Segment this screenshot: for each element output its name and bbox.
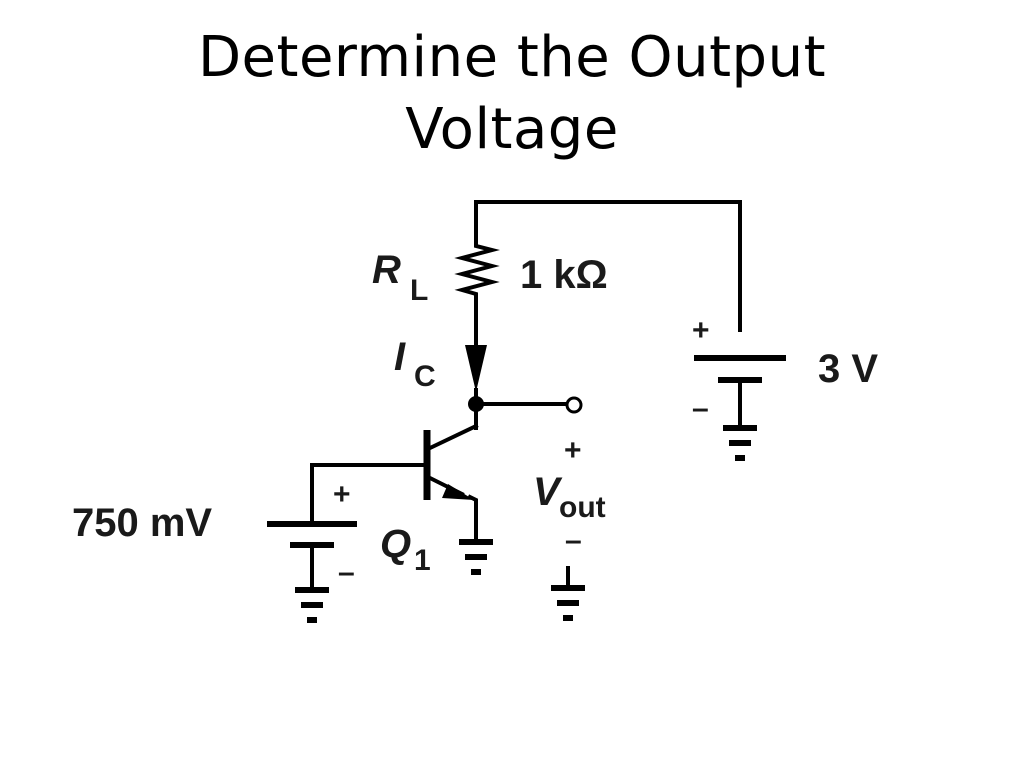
current-label-subscript: C xyxy=(414,360,436,393)
base-source-plus-sign: + xyxy=(333,478,351,511)
base-source-minus-sign: – xyxy=(338,556,355,589)
transistor-collector-leg xyxy=(427,423,479,451)
base-source-ground-icon xyxy=(295,587,329,623)
output-ground-icon xyxy=(551,566,585,621)
current-label: I xyxy=(394,335,406,379)
resistor-value: 1 kΩ xyxy=(520,253,608,297)
top-wire xyxy=(474,200,742,332)
supply-ground-icon xyxy=(723,425,757,461)
slide-title: Determine the Output Voltage xyxy=(0,22,1024,166)
resistor-label-subscript: L xyxy=(410,274,428,307)
output-minus-sign: – xyxy=(565,524,582,557)
emitter-ground-icon xyxy=(459,539,493,575)
output-plus-sign: + xyxy=(564,434,582,467)
base-wire xyxy=(310,463,429,524)
title-line-1: Determine the Output xyxy=(197,25,827,90)
supply-battery-icon xyxy=(694,355,786,428)
current-arrow xyxy=(465,345,487,392)
base-source-battery-icon xyxy=(267,521,357,590)
emitter-arrow xyxy=(442,484,474,500)
transistor-label-subscript: 1 xyxy=(414,544,431,577)
supply-plus-sign: + xyxy=(692,314,710,347)
supply-minus-sign: – xyxy=(692,392,709,425)
transistor-label: Q xyxy=(380,522,411,566)
title-line-2: Voltage xyxy=(405,97,619,162)
supply-value: 3 V xyxy=(818,347,878,391)
resistor-rl xyxy=(454,238,500,347)
output-label-subscript: out xyxy=(559,491,606,524)
emitter-wire xyxy=(467,494,478,542)
output-terminal xyxy=(565,396,583,414)
resistor-label: R xyxy=(372,248,401,292)
output-label: V xyxy=(533,470,563,514)
base-source-value: 750 mV xyxy=(72,501,212,545)
